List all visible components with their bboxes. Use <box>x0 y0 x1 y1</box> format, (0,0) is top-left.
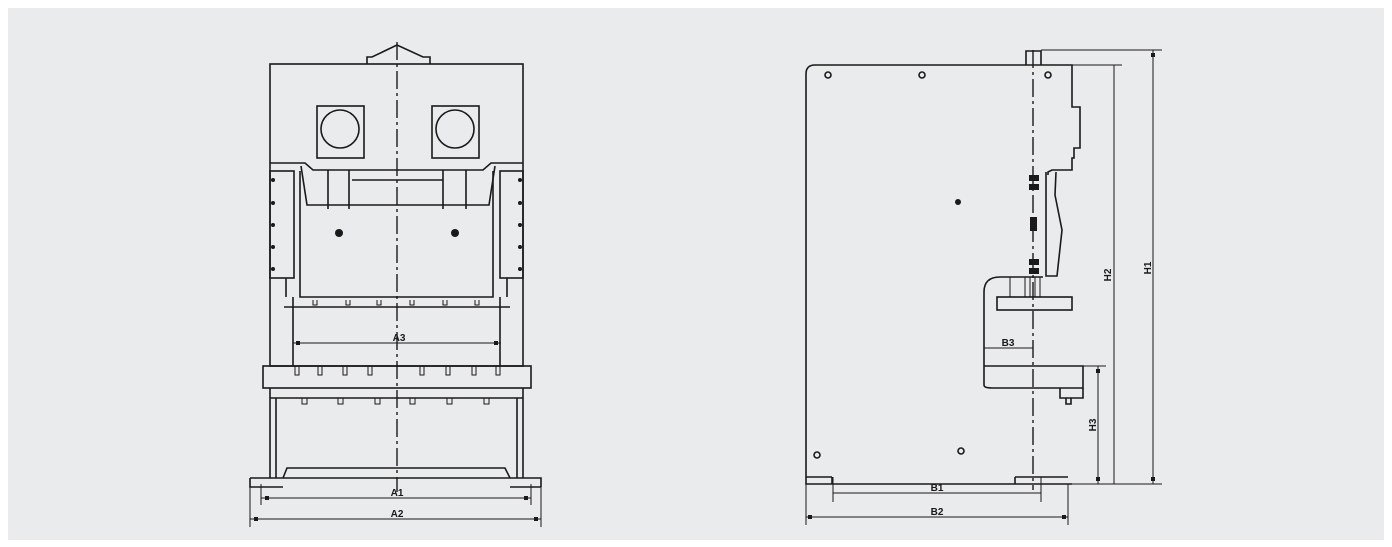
drawing-panel <box>8 8 1384 540</box>
slide-table <box>996 296 1073 311</box>
dim-h2-label: H2 <box>1103 268 1114 281</box>
side-frame <box>805 64 1072 485</box>
gib-left <box>269 170 295 279</box>
gib-right <box>499 170 524 279</box>
dim-b2-label: B2 <box>931 507 944 518</box>
motor-right <box>431 105 480 159</box>
dim-a3-label: A3 <box>393 333 406 344</box>
motor-left <box>316 105 365 159</box>
dim-b1-label: B1 <box>931 483 944 494</box>
dim-a1-label: A1 <box>391 488 404 499</box>
dim-a2-label: A2 <box>391 509 404 520</box>
dim-h3-label: H3 <box>1088 418 1099 431</box>
dim-b3-label: B3 <box>1002 338 1015 349</box>
dim-h1-label: H1 <box>1143 261 1154 274</box>
